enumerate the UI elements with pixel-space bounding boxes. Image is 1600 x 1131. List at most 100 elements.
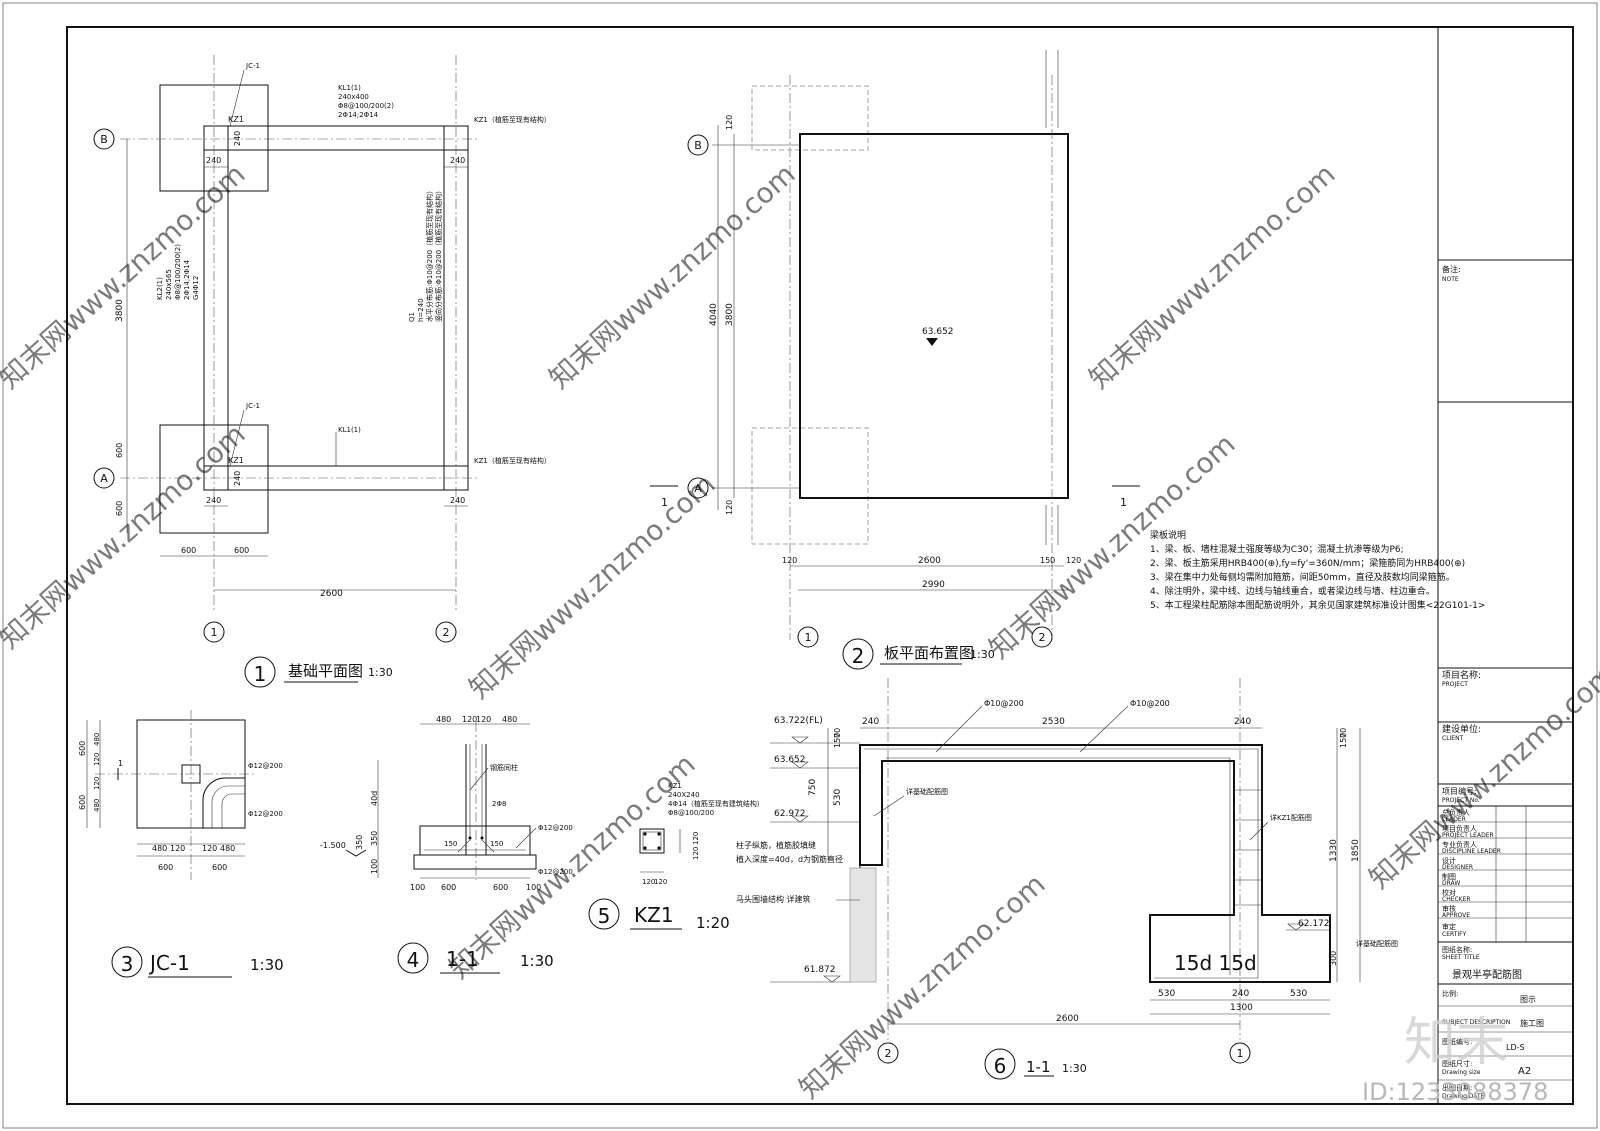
sec6-title: 1-1 (1026, 1058, 1051, 1076)
grid-a-label-2: A (694, 482, 702, 495)
elev-61872: 61.872 (804, 965, 836, 975)
footing-elevation: -1.500 (320, 841, 346, 850)
sec6-dim-240-l: 240 (862, 717, 879, 727)
watermark-9: 知末网www.znzmo.com (1363, 657, 1600, 895)
jc1-dim-480-h2: 480 (220, 844, 235, 853)
tb-role-7: 审核 (1442, 904, 1456, 913)
sec6-grid-2: 2 (885, 1047, 892, 1060)
dim-240-c: 240 (206, 496, 221, 505)
sec11-dim-600-2: 600 (493, 883, 508, 892)
section-outline (859, 744, 1331, 983)
jc1-dim-480-h1: 480 (152, 844, 167, 853)
tb-date-en: Drawing DATE (1442, 1093, 1485, 1100)
kz1-name: KZ1 (668, 782, 682, 790)
tb-note-en: NOTE (1442, 276, 1459, 283)
sec6-note-wall: 马头围墙结构 详建筑 (736, 894, 811, 904)
kz1-stirrup: Φ8@100/200 (668, 809, 714, 817)
sec6-dim-1850: 1850 (1351, 839, 1361, 862)
sec11-dim-350: 350 (370, 831, 379, 846)
sec11-dim-150-r: 150 (490, 840, 503, 848)
kl1-size: 240x400 (338, 93, 369, 101)
sec6-dim-70-l: 70 (833, 728, 842, 738)
elev-63652: 63.652 (774, 755, 806, 765)
tb-role-2: 项目负责人 (1442, 824, 1477, 833)
sec11-dim-120-1: 120 (462, 715, 477, 724)
kl1-bottom-label: KL1(1) (338, 426, 361, 434)
tb-role-1-en: LEADER (1442, 816, 1466, 823)
kz1-dim-120-h1: 120 (642, 878, 655, 886)
tb-role-6-en: CHECKER (1442, 896, 1471, 903)
dim-600-h1: 600 (181, 546, 196, 555)
sec6-dim-240-b: 240 (1232, 989, 1249, 999)
sec6-grid-1: 1 (1237, 1047, 1244, 1060)
dim-600-h2: 600 (234, 546, 249, 555)
sec6-dim-530-2: 530 (1290, 989, 1307, 999)
tb-role-8: 审定 (1442, 922, 1456, 931)
tb-project-en: PROJECT (1442, 681, 1468, 688)
tb-role-8-en: CERTIFY (1442, 931, 1467, 938)
sec6-note-kz1: 详KZ1配筋图 (1270, 813, 1312, 822)
sec11-dim-100-r: 100 (526, 883, 541, 892)
watermark-5: 知末网www.znzmo.com (463, 467, 722, 705)
jc1-bar-2: Φ12@200 (248, 810, 283, 818)
dim-2600: 2600 (320, 589, 343, 599)
tb-role-3-en: DISCIPLINE LEADER (1442, 848, 1501, 855)
footing-section: -1.500 480 120 120 480 40d 350 100 350 1… (320, 715, 573, 974)
tb-no-label: 图纸编号: (1442, 1037, 1472, 1046)
tb-projno-label: 项目编号: (1442, 786, 1477, 796)
dim-240-d: 240 (450, 496, 465, 505)
sec11-dim-150-l: 150 (444, 840, 457, 848)
title-block: 备注: NOTE 项目名称: PROJECT 建设单位: CLIENT 项目编号… (1437, 27, 1573, 1104)
tb-role-5: 制图 (1442, 872, 1456, 881)
jc1-dim-120-v1: 120 (93, 753, 101, 766)
jc1-dim-600-h1: 600 (158, 863, 173, 872)
jc1-dim-120-v2: 120 (93, 777, 101, 790)
tb-note-label: 备注: (1442, 264, 1461, 274)
tb-role-1: 总负责人 (1442, 808, 1470, 817)
plan1-title: 基础平面图 (288, 662, 363, 680)
jc1-dim-480-v2: 480 (93, 799, 101, 812)
kz1-outline (639, 828, 665, 854)
dim-3800: 3800 (115, 299, 125, 322)
sec11-dim-600-1: 600 (441, 883, 456, 892)
kz1-bars: 4Φ14（植筋至现有建筑结构） (668, 799, 764, 808)
jc1-scale: 1:30 (250, 956, 284, 974)
kl2-extra: G4Φ12 (192, 276, 200, 300)
foundation-plan: B A 1 2 JC-1 JC-1 KZ1 KZ1 KZ1（植筋至现有结构） K… (93, 55, 551, 688)
tb-size-label: 图纸尺寸: (1442, 1059, 1472, 1068)
kl1-bars: 2Φ14;2Φ14 (338, 111, 379, 119)
jc1-detail: 1 Φ12@200 Φ12@200 600 600 480 120 120 48… (78, 710, 284, 978)
pavilion-section: 63.722(FL) 63.652 62.972 61.872 62.172 Φ… (736, 678, 1398, 1080)
grid-b-label-2: B (694, 139, 702, 152)
sec11-scale: 1:30 (520, 952, 554, 970)
tb-role-2-en: PROJECT LEADER (1442, 832, 1494, 839)
kz-label-top: KZ1 (228, 115, 244, 124)
slab-elevation: 63.652 (922, 327, 954, 337)
sec11-bar-a: Φ12@200 (538, 824, 573, 832)
section-mark-left: 1 (661, 496, 668, 509)
elev-62972: 62.972 (774, 809, 806, 819)
tb-no-value: LD-S (1506, 1043, 1525, 1052)
jc1-dim-120-h1: 120 (170, 844, 185, 853)
jc1-dim-600-v1: 600 (78, 741, 87, 756)
sec6-dim-70-r: 70 (1339, 728, 1348, 738)
sec11-dim-480-1: 480 (436, 715, 451, 724)
kl1-stirrup: Φ8@100/200(2) (338, 102, 394, 110)
elev-62172: 62.172 (1298, 919, 1330, 929)
tb-desc-value: 施工图 (1520, 1018, 1544, 1028)
jc1-dim-600-h2: 600 (212, 863, 227, 872)
grid-1-label-2: 1 (805, 631, 812, 644)
notes-line-4: 4、除注明外，梁中线、边线与轴线重合，或者梁边线与墙、柱边重合。 (1150, 585, 1435, 597)
sec6-dim-530-1: 530 (1158, 989, 1175, 999)
sec11-dim-40d: 40d (370, 791, 379, 806)
kz1-dim-120-v1: 120 (692, 832, 700, 845)
dim-240-a: 240 (206, 156, 221, 165)
slab-plan: B A 1 2 1 1 63.652 120 120 4040 3800 120… (650, 50, 1140, 670)
tb-sheet-title-en: SHEET TITLE (1442, 954, 1480, 961)
q1-horizontal-bar: 水平分布筋:Φ10@200（植筋至现有结构） (425, 187, 434, 322)
kz1-dim-120-v2: 120 (692, 847, 700, 860)
notes-heading: 梁板说明 (1150, 529, 1186, 541)
kz1-size: 240X240 (668, 791, 700, 799)
sec6-dim-150-l: 150 (833, 733, 842, 748)
